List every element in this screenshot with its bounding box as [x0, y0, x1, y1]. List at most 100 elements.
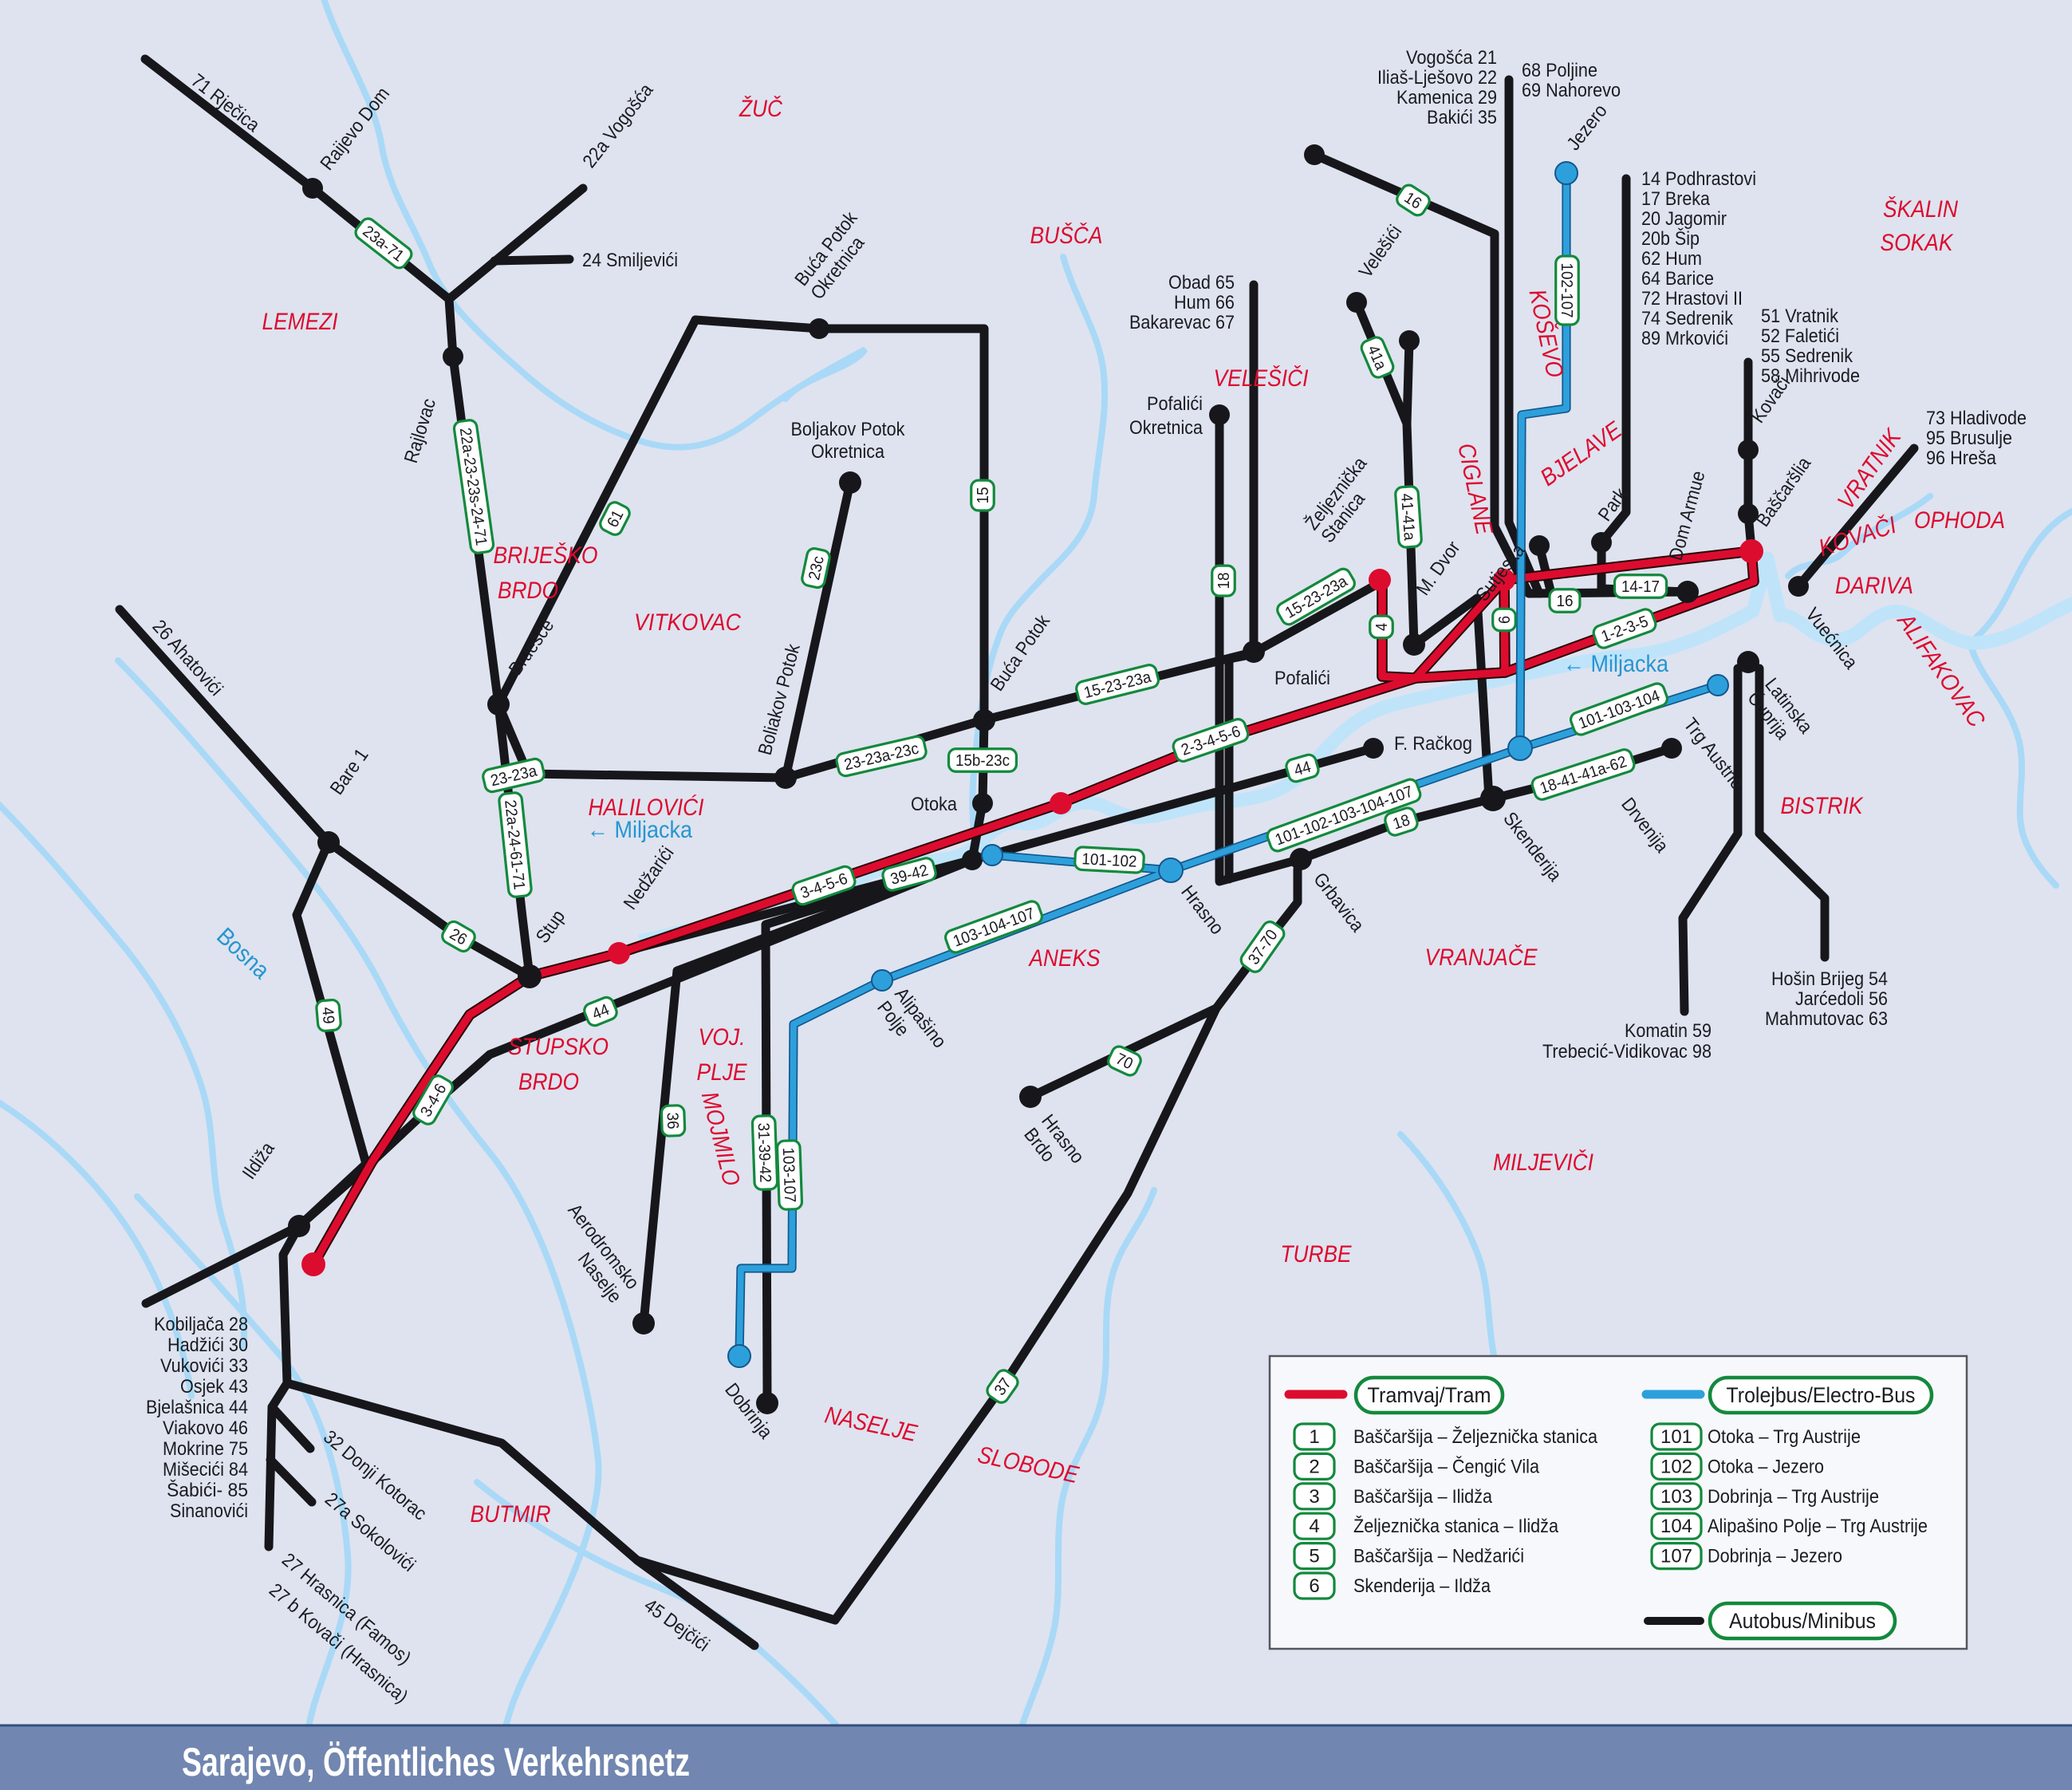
- svg-text:Autobus/Minibus: Autobus/Minibus: [1729, 1609, 1876, 1633]
- svg-text:Mahmutovac 63: Mahmutovac 63: [1765, 1008, 1888, 1030]
- svg-text:Alipašino Polje – Trg Austrije: Alipašino Polje – Trg Austrije: [1708, 1516, 1928, 1537]
- svg-text:Trolejbus/Electro-Bus: Trolejbus/Electro-Bus: [1727, 1383, 1916, 1407]
- svg-text:Obad 65: Obad 65: [1168, 272, 1235, 294]
- svg-text:Dobrinja – Jezero: Dobrinja – Jezero: [1708, 1546, 1842, 1567]
- svg-text:STUPSKO: STUPSKO: [508, 1034, 609, 1060]
- svg-text:MILJEVIČI: MILJEVIČI: [1493, 1149, 1593, 1176]
- svg-text:Viakovo 46: Viakovo 46: [163, 1417, 248, 1439]
- svg-text:Pofalići: Pofalići: [1147, 393, 1203, 415]
- svg-text:41-41a: 41-41a: [1397, 493, 1418, 542]
- svg-text:VELEŠIČI: VELEŠIČI: [1214, 365, 1309, 392]
- svg-text:Dobrinja – Trg Austrije: Dobrinja – Trg Austrije: [1708, 1486, 1879, 1508]
- svg-text:BUŠČA: BUŠČA: [1030, 222, 1103, 249]
- svg-text:69 Nahorevo: 69 Nahorevo: [1522, 80, 1621, 101]
- svg-text:18: 18: [1215, 573, 1233, 589]
- svg-text:ŽUČ: ŽUČ: [739, 95, 782, 122]
- svg-text:Hošin Brijeg 54: Hošin Brijeg 54: [1771, 968, 1888, 990]
- svg-text:DARIVA: DARIVA: [1835, 573, 1913, 599]
- svg-text:16: 16: [1557, 593, 1574, 610]
- svg-text:31-39-42: 31-39-42: [754, 1122, 774, 1183]
- svg-text:101: 101: [1660, 1426, 1692, 1448]
- svg-text:73 Hladivode: 73 Hladivode: [1926, 408, 2027, 429]
- svg-text:Otoka – Jezero: Otoka – Jezero: [1708, 1456, 1824, 1477]
- svg-text:68 Poljine: 68 Poljine: [1522, 60, 1597, 81]
- svg-text:104: 104: [1660, 1516, 1692, 1537]
- svg-text:3: 3: [1309, 1486, 1319, 1508]
- svg-text:4: 4: [1373, 623, 1391, 631]
- svg-text:Vogošća 21: Vogošća 21: [1406, 47, 1497, 69]
- svg-text:Otoka – Trg Austrije: Otoka – Trg Austrije: [1708, 1426, 1861, 1448]
- svg-text:Kamenica 29: Kamenica 29: [1396, 87, 1497, 108]
- svg-text:4: 4: [1309, 1516, 1319, 1537]
- svg-text:Tramvaj/Tram: Tramvaj/Tram: [1368, 1383, 1491, 1407]
- svg-text:Pofalići: Pofalići: [1274, 668, 1330, 689]
- svg-text:← Miljacka: ← Miljacka: [587, 817, 692, 843]
- svg-text:89 Mrkovići: 89 Mrkovići: [1641, 328, 1728, 349]
- svg-text:Baščaršija – Željeznička stani: Baščaršija – Željeznička stanica: [1353, 1426, 1598, 1448]
- svg-text:Osjek 43: Osjek 43: [180, 1376, 248, 1398]
- svg-text:VITKOVAC: VITKOVAC: [634, 609, 741, 636]
- svg-text:PLJE: PLJE: [697, 1059, 748, 1086]
- svg-text:BRDO: BRDO: [518, 1069, 579, 1095]
- svg-text:Šabići- 85: Šabići- 85: [167, 1479, 248, 1501]
- svg-text:Baščaršija – Nedžarići: Baščaršija – Nedžarići: [1353, 1546, 1524, 1567]
- svg-text:2: 2: [1309, 1456, 1319, 1477]
- svg-text:Hadžići 30: Hadžići 30: [167, 1335, 248, 1356]
- svg-text:Trebecić-Vidikovac 98: Trebecić-Vidikovac 98: [1542, 1041, 1712, 1063]
- svg-text:Jarćedoli 56: Jarćedoli 56: [1795, 988, 1888, 1010]
- svg-text:BUTMIR: BUTMIR: [471, 1501, 551, 1528]
- svg-text:Mišecići 84: Mišecići 84: [163, 1459, 248, 1480]
- svg-text:Vukovići 33: Vukovići 33: [160, 1355, 248, 1377]
- svg-text:Hum 66: Hum 66: [1174, 292, 1235, 313]
- svg-text:LEMEZI: LEMEZI: [262, 309, 338, 335]
- svg-text:95 Brusulje: 95 Brusulje: [1926, 428, 2012, 449]
- svg-text:14-17: 14-17: [1621, 578, 1660, 596]
- svg-text:74 Sedrenik: 74 Sedrenik: [1641, 308, 1734, 329]
- svg-text:Baščaršija – Ilidža: Baščaršija – Ilidža: [1353, 1486, 1493, 1508]
- svg-text:Bjelašnica 44: Bjelašnica 44: [146, 1397, 248, 1418]
- svg-text:OPHODA: OPHODA: [1914, 507, 2005, 534]
- svg-text:55 Sedrenik: 55 Sedrenik: [1761, 345, 1853, 367]
- svg-text:← Miljacka: ← Miljacka: [1563, 651, 1668, 677]
- svg-text:15b-23c: 15b-23c: [955, 752, 1010, 770]
- svg-text:Okretnica: Okretnica: [811, 441, 885, 463]
- svg-text:102: 102: [1660, 1456, 1692, 1477]
- svg-text:6: 6: [1496, 616, 1514, 624]
- svg-text:64 Barice: 64 Barice: [1641, 268, 1714, 290]
- svg-text:Baščaršija – Čengić Vila: Baščaršija – Čengić Vila: [1353, 1455, 1540, 1477]
- svg-text:Komatin 59: Komatin 59: [1625, 1020, 1712, 1042]
- svg-text:20 Jagomir: 20 Jagomir: [1641, 208, 1727, 230]
- svg-text:Bakići 35: Bakići 35: [1427, 107, 1497, 128]
- svg-text:62 Hum: 62 Hum: [1641, 248, 1702, 270]
- svg-text:VRANJAČE: VRANJAČE: [1425, 944, 1538, 971]
- svg-text:Sarajevo, Öffentliches Verkehr: Sarajevo, Öffentliches Verkehrsnetz: [182, 1740, 690, 1784]
- svg-text:102-107: 102-107: [1558, 263, 1575, 318]
- svg-text:Mokrine 75: Mokrine 75: [163, 1438, 248, 1460]
- svg-text:15: 15: [975, 487, 992, 504]
- svg-text:20b Šip: 20b Šip: [1641, 227, 1700, 250]
- svg-text:52 Faletići: 52 Faletići: [1761, 325, 1839, 347]
- svg-text:96 Hreša: 96 Hreša: [1926, 448, 1997, 469]
- svg-text:Željeznička stanica – Ilidža: Željeznička stanica – Ilidža: [1353, 1516, 1559, 1537]
- svg-text:TURBE: TURBE: [1281, 1241, 1353, 1268]
- svg-text:14 Podhrastovi: 14 Podhrastovi: [1641, 168, 1756, 190]
- svg-text:103: 103: [1660, 1486, 1692, 1508]
- svg-text:VOJ.: VOJ.: [699, 1024, 746, 1051]
- svg-text:F. Račkog: F. Račkog: [1394, 733, 1472, 755]
- svg-text:BISTRIK: BISTRIK: [1781, 793, 1865, 819]
- svg-text:24 Smiljevići: 24 Smiljevići: [582, 250, 678, 271]
- svg-text:SOKAK: SOKAK: [1881, 230, 1955, 256]
- svg-text:Iliaš-Lješovo 22: Iliaš-Lješovo 22: [1377, 67, 1497, 89]
- svg-text:58 Mihrivode: 58 Mihrivode: [1761, 365, 1860, 387]
- svg-text:Boljakov Potok: Boljakov Potok: [791, 419, 906, 440]
- svg-text:103-107: 103-107: [779, 1147, 798, 1203]
- svg-text:BRIJEŠKO: BRIJEŠKO: [494, 542, 598, 569]
- svg-text:107: 107: [1660, 1546, 1692, 1567]
- svg-text:49: 49: [318, 1007, 337, 1025]
- svg-text:Kobiljača 28: Kobiljača 28: [154, 1314, 248, 1335]
- svg-text:ŠKALIN: ŠKALIN: [1883, 195, 1958, 223]
- svg-text:HALILOVIĆI: HALILOVIĆI: [589, 794, 704, 821]
- svg-text:6: 6: [1309, 1575, 1319, 1597]
- svg-text:Bakarevac 67: Bakarevac 67: [1129, 312, 1235, 333]
- svg-text:5: 5: [1309, 1546, 1319, 1567]
